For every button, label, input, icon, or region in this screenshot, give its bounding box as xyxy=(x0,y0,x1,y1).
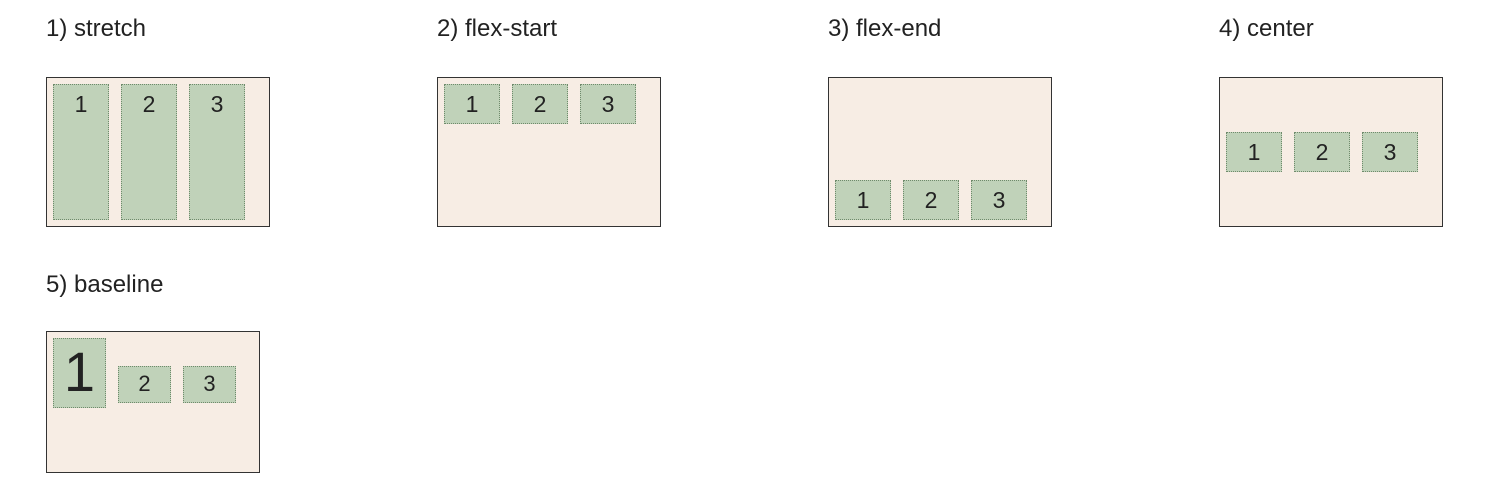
flex-container-stretch: 1 2 3 xyxy=(46,77,270,227)
flex-container-baseline: 1 2 3 xyxy=(46,331,260,473)
flex-item-1: 1 xyxy=(53,338,106,408)
flex-item-3: 3 xyxy=(580,84,636,124)
flex-item-3: 3 xyxy=(183,366,236,403)
flex-item-2: 2 xyxy=(903,180,959,220)
flex-item-3: 3 xyxy=(971,180,1027,220)
demo-title-flex-start: 2) flex-start xyxy=(437,15,558,42)
flex-item-3: 3 xyxy=(1362,132,1418,172)
demo-flex-end: 3) flex-end 1 2 3 xyxy=(828,13,1068,233)
demo-title-flex-end: 3) flex-end xyxy=(828,15,942,42)
flex-item-1: 1 xyxy=(835,180,891,220)
demo-title-center: 4) center xyxy=(1219,15,1314,42)
demo-title-stretch: 1) stretch xyxy=(46,15,147,42)
flex-item-3: 3 xyxy=(189,84,245,220)
flex-item-2: 2 xyxy=(1294,132,1350,172)
demo-stretch: 1) stretch 1 2 3 xyxy=(46,13,286,233)
demo-title-baseline: 5) baseline xyxy=(46,271,164,298)
flex-item-1: 1 xyxy=(53,84,109,220)
flex-item-2: 2 xyxy=(118,366,171,403)
flex-container-flex-start: 1 2 3 xyxy=(437,77,661,227)
flex-container-center: 1 2 3 xyxy=(1219,77,1443,227)
demo-flex-start: 2) flex-start 1 2 3 xyxy=(437,13,677,233)
flex-container-flex-end: 1 2 3 xyxy=(828,77,1052,227)
flex-item-2: 2 xyxy=(121,84,177,220)
demo-center: 4) center 1 2 3 xyxy=(1219,13,1459,233)
flex-item-1: 1 xyxy=(1226,132,1282,172)
flex-item-2: 2 xyxy=(512,84,568,124)
demo-baseline: 5) baseline 1 2 3 xyxy=(46,269,286,479)
flex-item-1: 1 xyxy=(444,84,500,124)
